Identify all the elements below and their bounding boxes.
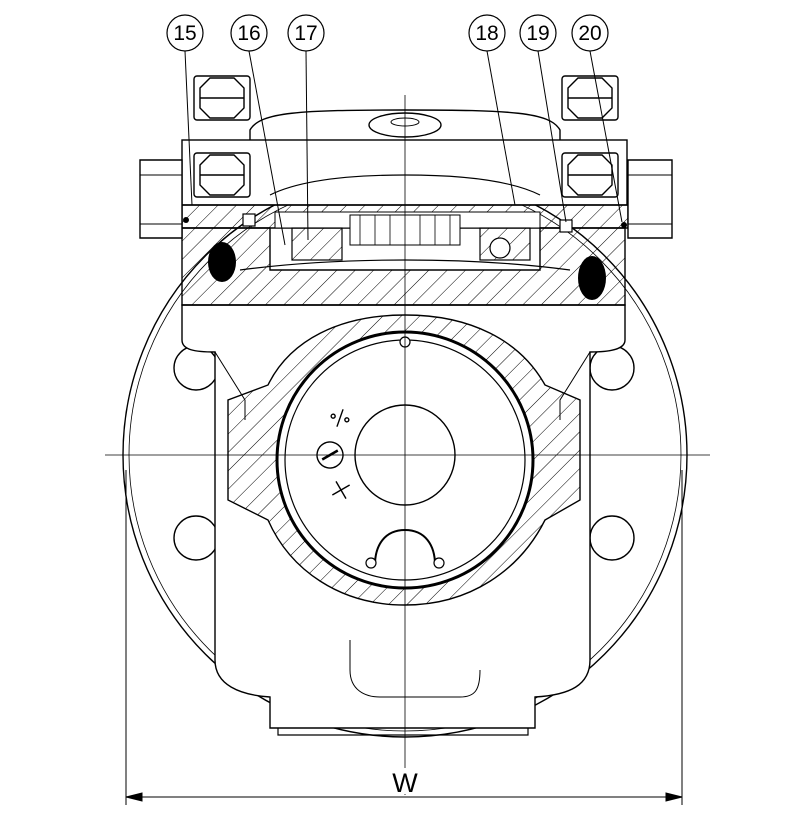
dimension-w: W [125, 470, 683, 805]
percent-icon [330, 409, 350, 427]
hex-bolt-icon [561, 152, 619, 198]
arrow-right-icon [665, 792, 683, 802]
bolt-hole [589, 515, 635, 561]
center-lines [105, 95, 710, 795]
callout-18: 18 [468, 14, 516, 206]
callout-20: 20 [571, 14, 623, 223]
callout-label: 15 [173, 22, 196, 45]
callout-label: 16 [237, 22, 260, 45]
dimension-label: W [392, 768, 418, 798]
callout-17: 17 [287, 14, 325, 241]
cover [139, 109, 673, 306]
callout-15: 15 [166, 14, 204, 206]
callout-label: 20 [578, 22, 601, 45]
hex-bolt-icon [561, 75, 619, 121]
bolt-hole [173, 515, 219, 561]
callout-16: 16 [230, 14, 286, 246]
hex-bolt-icon [193, 75, 251, 121]
o-ring-left [208, 242, 236, 282]
callout-label: 18 [475, 22, 498, 45]
callout-label: 17 [294, 22, 317, 45]
callouts: 15 16 17 18 19 20 [166, 14, 623, 246]
o-ring-right [578, 256, 606, 300]
callout-19: 19 [519, 14, 567, 223]
bolt-hole [589, 345, 635, 391]
plus-icon [331, 480, 351, 500]
hex-bolts [193, 75, 619, 198]
hex-bolt-icon [193, 152, 251, 198]
arrow-left-icon [125, 792, 143, 802]
callout-label: 19 [526, 22, 549, 45]
